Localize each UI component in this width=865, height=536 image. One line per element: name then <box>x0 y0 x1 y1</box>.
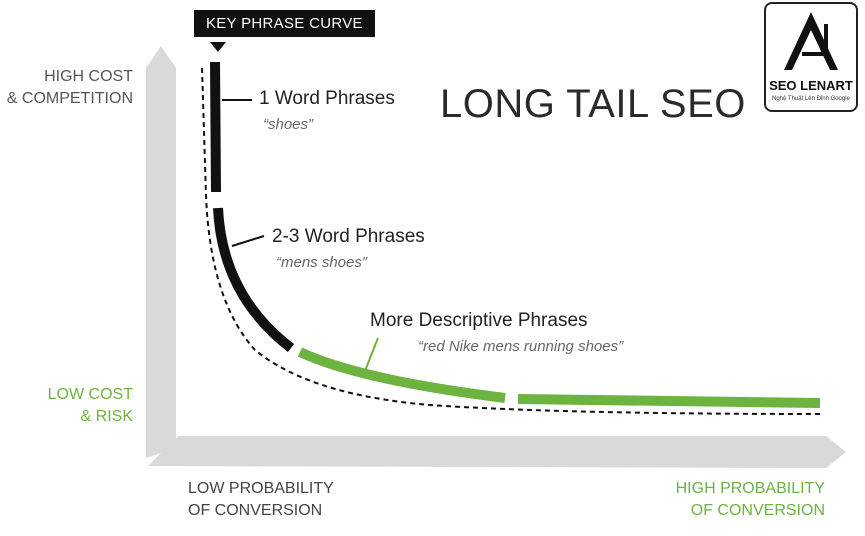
annotation-2-3-word: 2-3 Word Phrases “mens shoes” <box>272 226 425 271</box>
x-axis-low-line2: OF CONVERSION <box>188 502 323 519</box>
key-phrase-curve-tag: KEY PHRASE CURVE <box>194 10 375 37</box>
diagram-title: LONG TAIL SEO <box>440 82 746 126</box>
x-axis-high-label: HIGH PROBABILITY OF CONVERSION <box>676 478 825 522</box>
x-axis-arrow <box>148 436 846 468</box>
logo-mark-icon <box>784 12 838 70</box>
annotation-2-3-word-example: “mens shoes” <box>276 254 367 271</box>
annotation-1-word-example: “shoes” <box>263 116 314 133</box>
annotation-1-word: 1 Word Phrases “shoes” <box>259 88 395 133</box>
x-axis-high-line2: OF CONVERSION <box>690 502 825 519</box>
annotation-descriptive-label: More Descriptive Phrases <box>370 310 588 331</box>
x-axis-low-line1: LOW PROBABILITY <box>188 480 334 497</box>
y-axis-high-line1: HIGH COST <box>44 68 133 85</box>
y-axis-high-label: HIGH COST & COMPETITION <box>7 66 133 110</box>
y-axis-high-line2: & COMPETITION <box>6 90 133 107</box>
annotation-descriptive-example: “red Nike mens running shoes” <box>418 338 624 355</box>
y-axis-arrow <box>146 46 176 458</box>
curve-segment-1-word <box>210 61 221 193</box>
y-axis-low-line2: & RISK <box>80 408 133 425</box>
leader-descriptive <box>362 337 379 377</box>
x-axis-high-line1: HIGH PROBABILITY <box>675 480 825 497</box>
leader-2-3-word <box>231 235 265 247</box>
seo-lenart-logo: SEO LENART Nghệ Thuật Lên Đỉnh Google <box>764 2 858 112</box>
logo-tagline: Nghệ Thuật Lên Đỉnh Google <box>772 96 850 102</box>
annotation-descriptive: More Descriptive Phrases “red Nike mens … <box>370 310 623 355</box>
x-axis-low-label: LOW PROBABILITY OF CONVERSION <box>188 478 334 522</box>
annotation-1-word-label: 1 Word Phrases <box>259 88 395 109</box>
annotation-2-3-word-label: 2-3 Word Phrases <box>272 226 425 247</box>
curve-segment-descriptive-b <box>517 394 821 408</box>
y-axis-low-label: LOW COST & RISK <box>48 384 133 428</box>
y-axis-low-line1: LOW COST <box>47 386 133 403</box>
curve-tag-pointer <box>210 42 226 52</box>
logo-name: SEO LENART <box>769 78 853 93</box>
dashed-curve <box>201 67 821 415</box>
curve-segment-2-3-word <box>213 207 295 352</box>
curve-segment-descriptive-a <box>297 347 506 403</box>
